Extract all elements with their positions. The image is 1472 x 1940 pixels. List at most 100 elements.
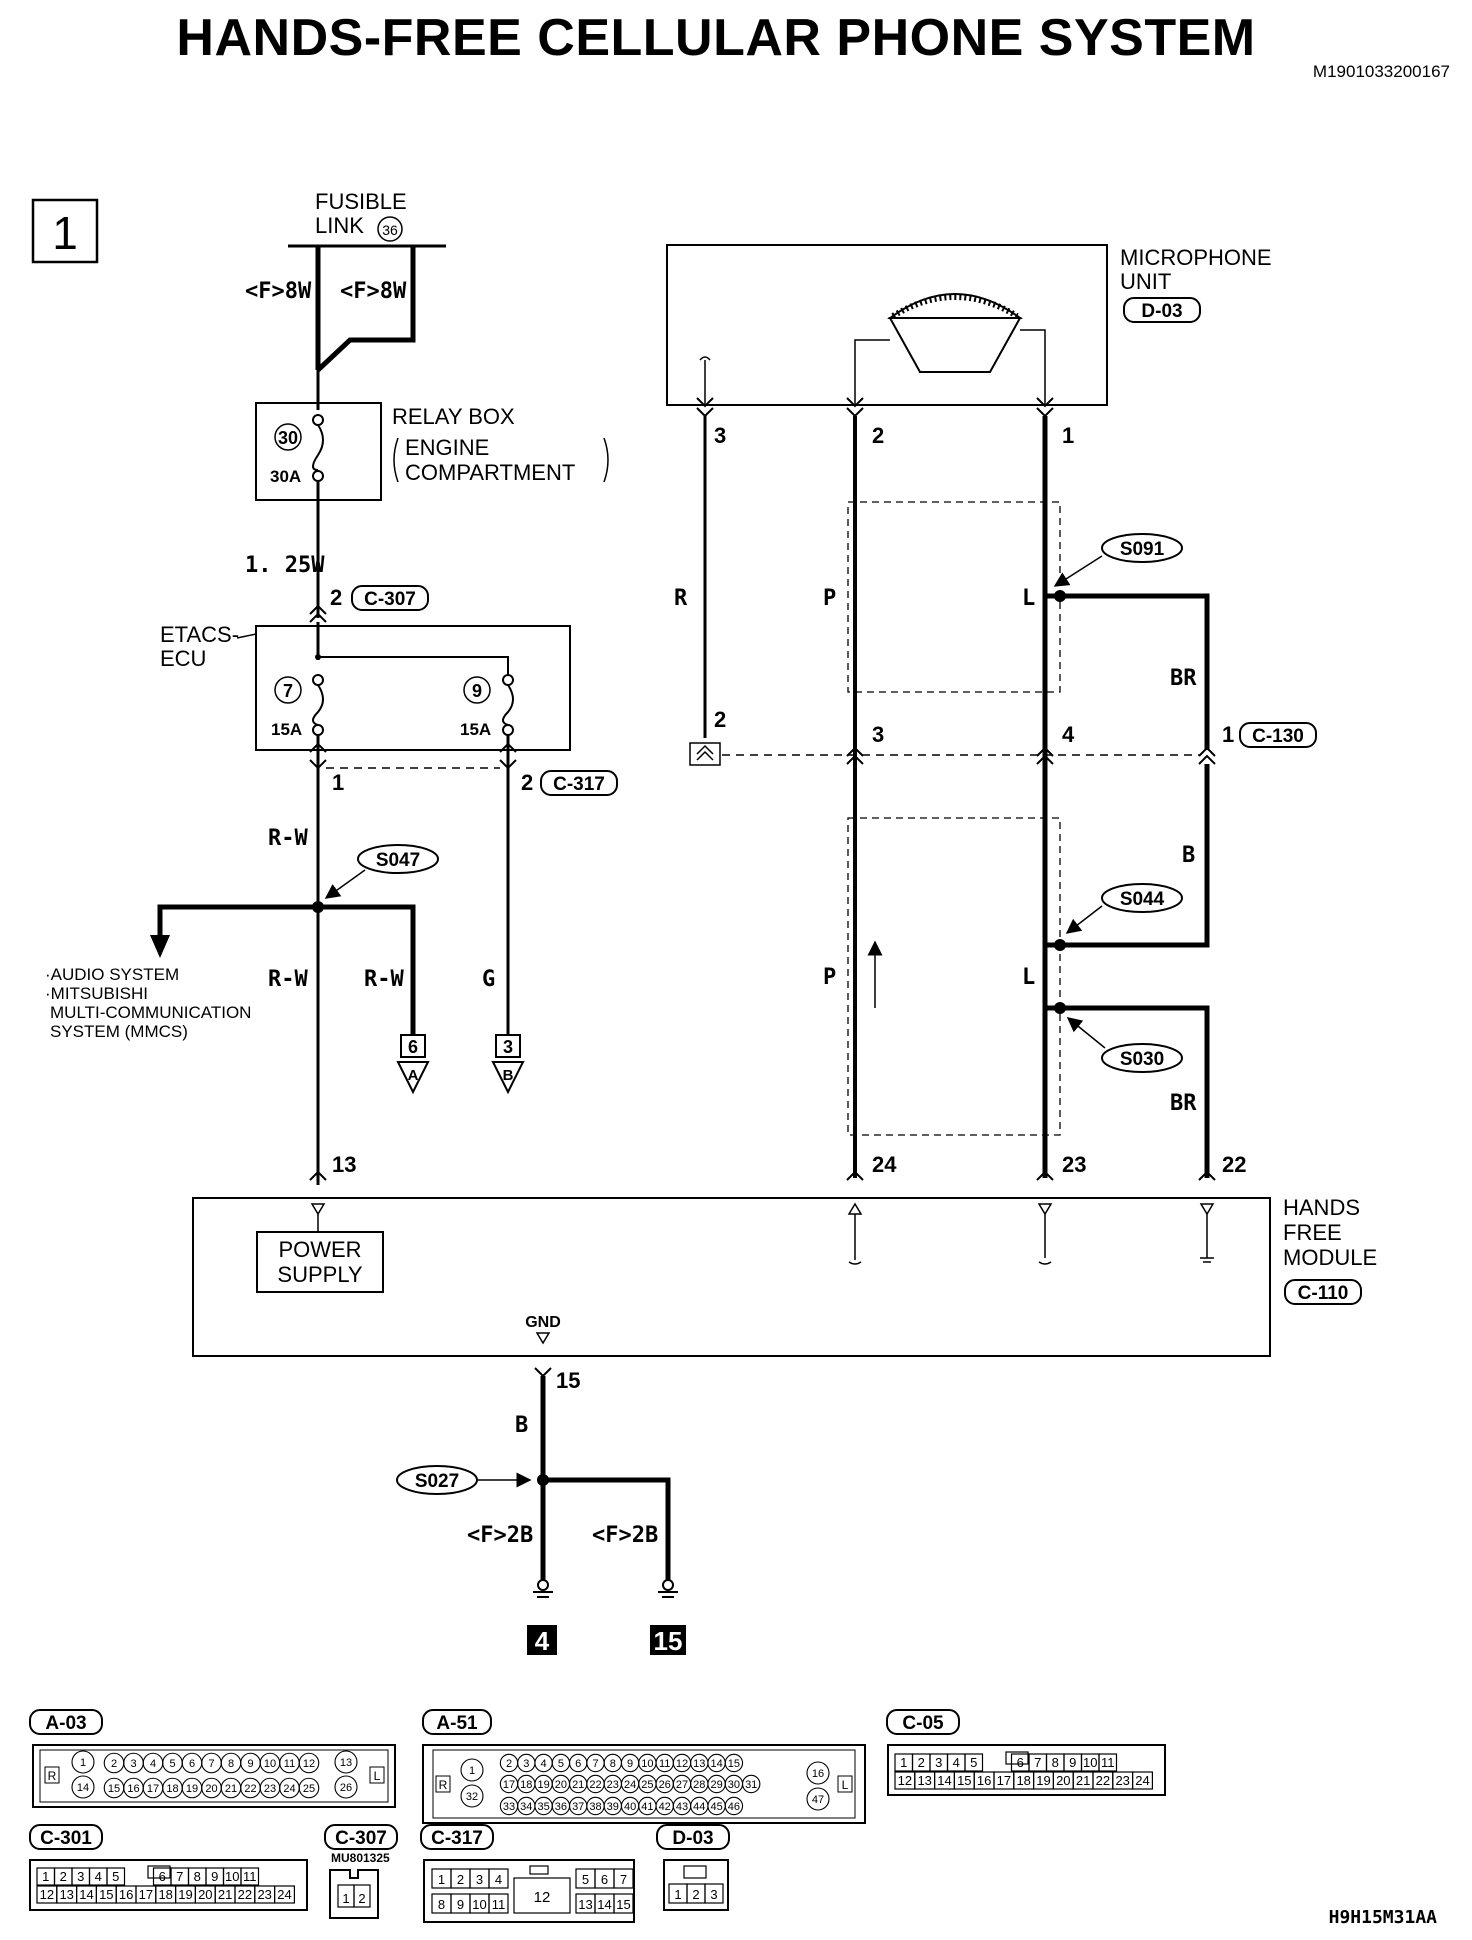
connector-side-label: R [48,1769,57,1783]
connector-pin: 23 [257,1887,271,1902]
svg-text:MICROPHONE: MICROPHONE [1120,245,1272,270]
connector-tag-c301: C-301 [29,1824,103,1850]
connector-pin: 18 [158,1887,172,1902]
connector-side-label: L [842,1778,849,1792]
connector-pin: 10 [472,1897,486,1912]
connector-pin: 5 [582,1872,589,1887]
connector-pin: 8 [1052,1755,1059,1770]
connector-pin: 5 [558,1758,564,1770]
svg-text:S091: S091 [1120,539,1165,560]
connector-pin: 7 [592,1758,598,1770]
svg-text:UNIT: UNIT [1120,269,1171,294]
connector-pin: 5 [112,1869,119,1884]
svg-text:SYSTEM (MMCS): SYSTEM (MMCS) [50,1022,188,1041]
svg-text:LINK: LINK [315,213,364,238]
connector-pin: 14 [710,1758,722,1770]
connector-pin: 22 [589,1779,601,1791]
connector-pin: 4 [953,1755,960,1770]
page-marker: 1 [52,207,78,259]
connector-pin: 24 [624,1779,636,1791]
connector-pin: 21 [225,1783,237,1795]
svg-text:ENGINE: ENGINE [405,435,489,460]
connector-pin: 21 [1076,1773,1090,1788]
pin-hfm-23: 23 [1062,1152,1086,1177]
svg-text:SUPPLY: SUPPLY [277,1262,363,1287]
connector-pin: 3 [77,1869,84,1884]
svg-text:15A: 15A [271,720,302,739]
relay-box: RELAY BOX ENGINE COMPARTMENT 30 30A [255,370,609,501]
connector-pin: 6 [575,1758,581,1770]
connector-pin: 3 [130,1758,136,1770]
connector-pin: 17 [503,1779,515,1791]
pin-hfm-13: 13 [332,1152,356,1177]
connector-pin: 14 [597,1897,611,1912]
connector-pin: 13 [59,1887,73,1902]
connector-pin: 17 [997,1773,1011,1788]
connector-pin: 22 [238,1887,252,1902]
svg-text:30A: 30A [270,467,301,486]
destination-list: ·AUDIO SYSTEM ·MITSUBISHI MULTI-COMMUNIC… [45,965,251,1041]
pin-c130-3: 3 [872,722,884,747]
connector-pin: 2 [692,1887,699,1902]
connector-pin: 42 [659,1801,671,1813]
connector-pin: 16 [119,1887,133,1902]
svg-text:S027: S027 [415,1471,459,1492]
connector-pin: 5 [970,1755,977,1770]
connector-pin: 21 [218,1887,232,1902]
connector-pin: 1 [438,1872,445,1887]
connector-pin: 10 [1083,1755,1097,1770]
connector-pin: 2 [60,1869,67,1884]
connector-pin: 6 [159,1869,166,1884]
connector-tag-c301-label: C-301 [40,1828,92,1849]
connector-pin: 8 [194,1869,201,1884]
connector-pin: 9 [457,1897,464,1912]
svg-text:3: 3 [503,1037,513,1057]
offpage-connector-b: 3 B [491,1034,525,1095]
connector-pin: 31 [745,1779,757,1791]
connector-pin: 15 [616,1897,630,1912]
connector-pin: 47 [812,1794,824,1806]
pin-mic-2: 2 [872,423,884,448]
connector-pin: 24 [1135,1773,1149,1788]
svg-text:D-03: D-03 [1141,301,1182,322]
connector-pin: 1 [42,1869,49,1884]
connector-pin: 4 [541,1758,547,1770]
connector-pin: 16 [812,1768,824,1780]
svg-text:ETACS-: ETACS- [160,622,239,647]
connector-pin: 13 [917,1773,931,1788]
connector-pin: 34 [520,1801,532,1813]
svg-text:4: 4 [535,1626,550,1656]
svg-text:6: 6 [408,1037,418,1057]
connector-side-label: R [439,1778,448,1792]
svg-text:MULTI-COMMUNICATION: MULTI-COMMUNICATION [50,1003,251,1022]
connector-pin: 16 [127,1783,139,1795]
splice-s091: S091 [1101,533,1183,563]
connector-pin: 4 [150,1758,156,1770]
connector-pin: 3 [476,1872,483,1887]
connector-pin: 15 [728,1758,740,1770]
connector-pin: 19 [1036,1773,1050,1788]
fuse-number-icon [463,676,491,704]
connector-pin: 3 [710,1887,717,1902]
connector-pin: 18 [1016,1773,1030,1788]
svg-text:S044: S044 [1120,889,1165,910]
power-supply-block [256,1231,384,1293]
splice-s027: S027 [396,1465,478,1495]
wire-label-l-2: L [1022,965,1035,990]
connector-pin: 28 [693,1779,705,1791]
fuse-number-icon [274,423,302,451]
wire-label-f2b-left: <F>2B [467,1523,533,1548]
connector-pin: 39 [607,1801,619,1813]
svg-text:·AUDIO SYSTEM: ·AUDIO SYSTEM [45,965,179,984]
document-id: M1901033200167 [1312,62,1450,81]
connector-pin: 7 [208,1758,214,1770]
connector-pin: 41 [641,1801,653,1813]
svg-text:S030: S030 [1120,1049,1164,1070]
connector-pin: 9 [211,1869,218,1884]
hands-free-module: HANDS FREE MODULE C-110 POWER SUPPLY GND [192,1195,1377,1357]
connector-pin: 1 [342,1891,349,1906]
